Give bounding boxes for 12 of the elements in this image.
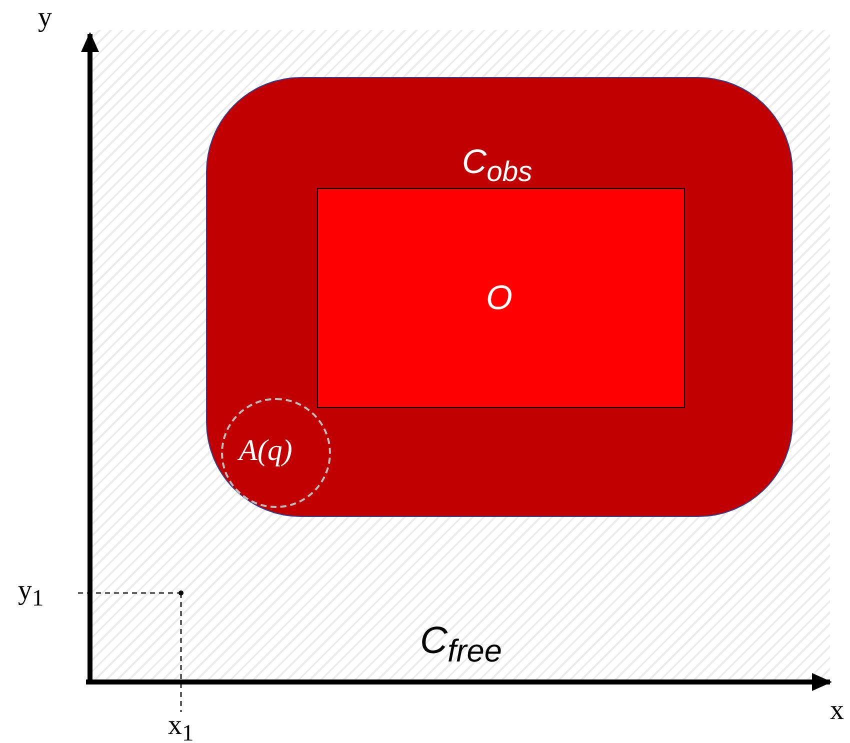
coordinate-label: y$_{1}$ [18,575,44,613]
robot-label: A(q) [239,434,292,468]
coordinate-label: x$_{1}$ [168,710,194,743]
axis-label: x [830,695,844,727]
obstacle-rectangle [317,188,685,408]
obstacle-label: O [486,279,512,318]
region-label: C$_{obs}$ [462,143,532,189]
axis-label: y [38,2,52,34]
free-space-region [90,30,830,682]
region-label: C$_{free}$ [420,620,502,670]
obstacle-space-region [206,77,793,517]
robot-circle [221,398,331,508]
